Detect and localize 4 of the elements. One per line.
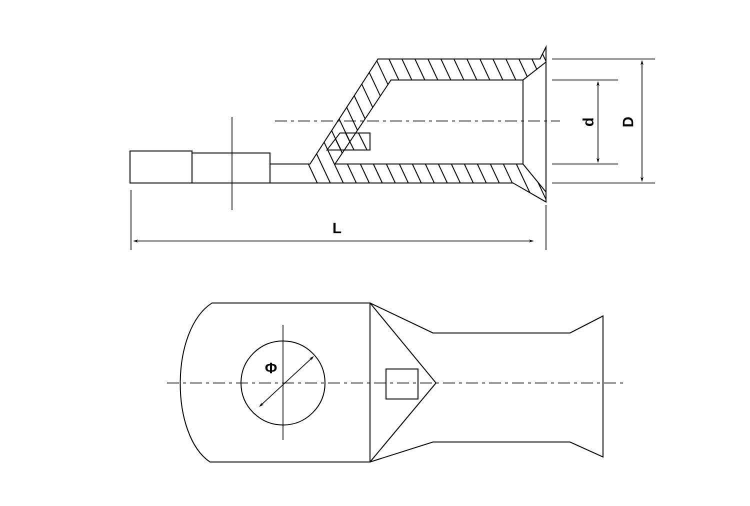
dimension-label: Φ — [265, 362, 277, 374]
dimension-label: d — [582, 118, 594, 126]
dimension-label: L — [333, 222, 342, 234]
dimension-label: D — [622, 117, 634, 126]
